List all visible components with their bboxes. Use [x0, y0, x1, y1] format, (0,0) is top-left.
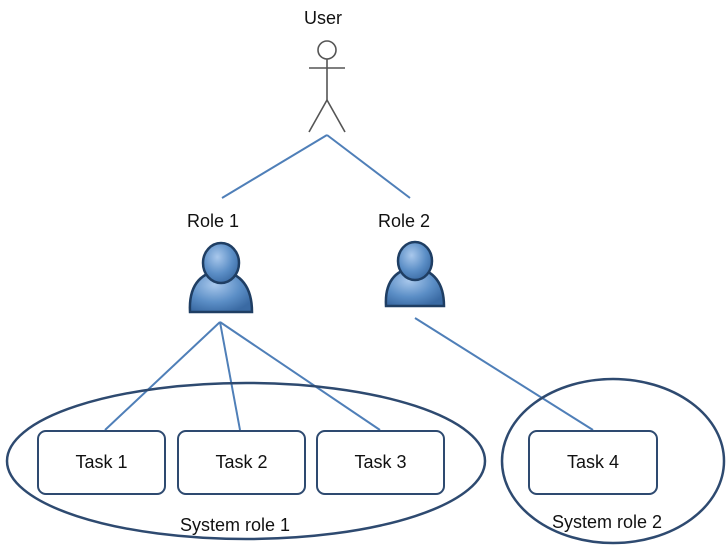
connector-role2-task4: [414, 317, 594, 431]
role-person-icon: [384, 240, 446, 308]
role-label: Role 2: [378, 211, 431, 231]
system-role-label: System role 1: [180, 515, 291, 535]
connector-role1-task2: [219, 321, 241, 431]
system-role-ellipse: [500, 377, 726, 545]
connector-user-role1: [221, 134, 328, 199]
user-label: User: [304, 8, 343, 28]
connector-role1-task1: [104, 321, 221, 431]
task-box: Task 2: [177, 430, 306, 495]
task-box: Task 4: [528, 430, 658, 495]
connector-user-role2: [326, 134, 411, 199]
stick-figure-icon: [308, 40, 346, 133]
task-box: Task 3: [316, 430, 445, 495]
connectors: [104, 134, 594, 431]
system-role-label: System role 2: [552, 512, 663, 532]
task-box: Task 1: [37, 430, 166, 495]
system-role-ellipse: [5, 381, 487, 541]
role-person-icon: [188, 241, 254, 314]
connector-role1-task3: [219, 321, 381, 431]
role-label: Role 1: [187, 211, 240, 231]
